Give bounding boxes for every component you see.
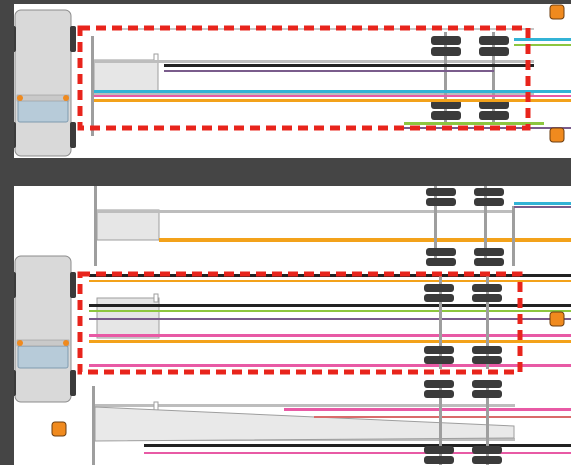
highlight-box-2 <box>77 271 523 375</box>
truck-cab <box>14 9 76 157</box>
trailer-frame-middle <box>89 274 571 369</box>
trailer-frame-upper <box>94 186 571 266</box>
highlight-box <box>77 25 531 131</box>
top-diagram-panel <box>14 4 571 158</box>
corner-markers <box>549 4 565 143</box>
truck-cab-2 <box>14 255 76 403</box>
trailer-frame-lower <box>51 380 571 465</box>
dual-axle-group <box>431 32 509 122</box>
bottom-diagram <box>14 186 571 465</box>
top-diagram <box>14 4 571 157</box>
bottom-diagram-panel <box>14 186 571 465</box>
trailer-frame <box>91 36 534 136</box>
